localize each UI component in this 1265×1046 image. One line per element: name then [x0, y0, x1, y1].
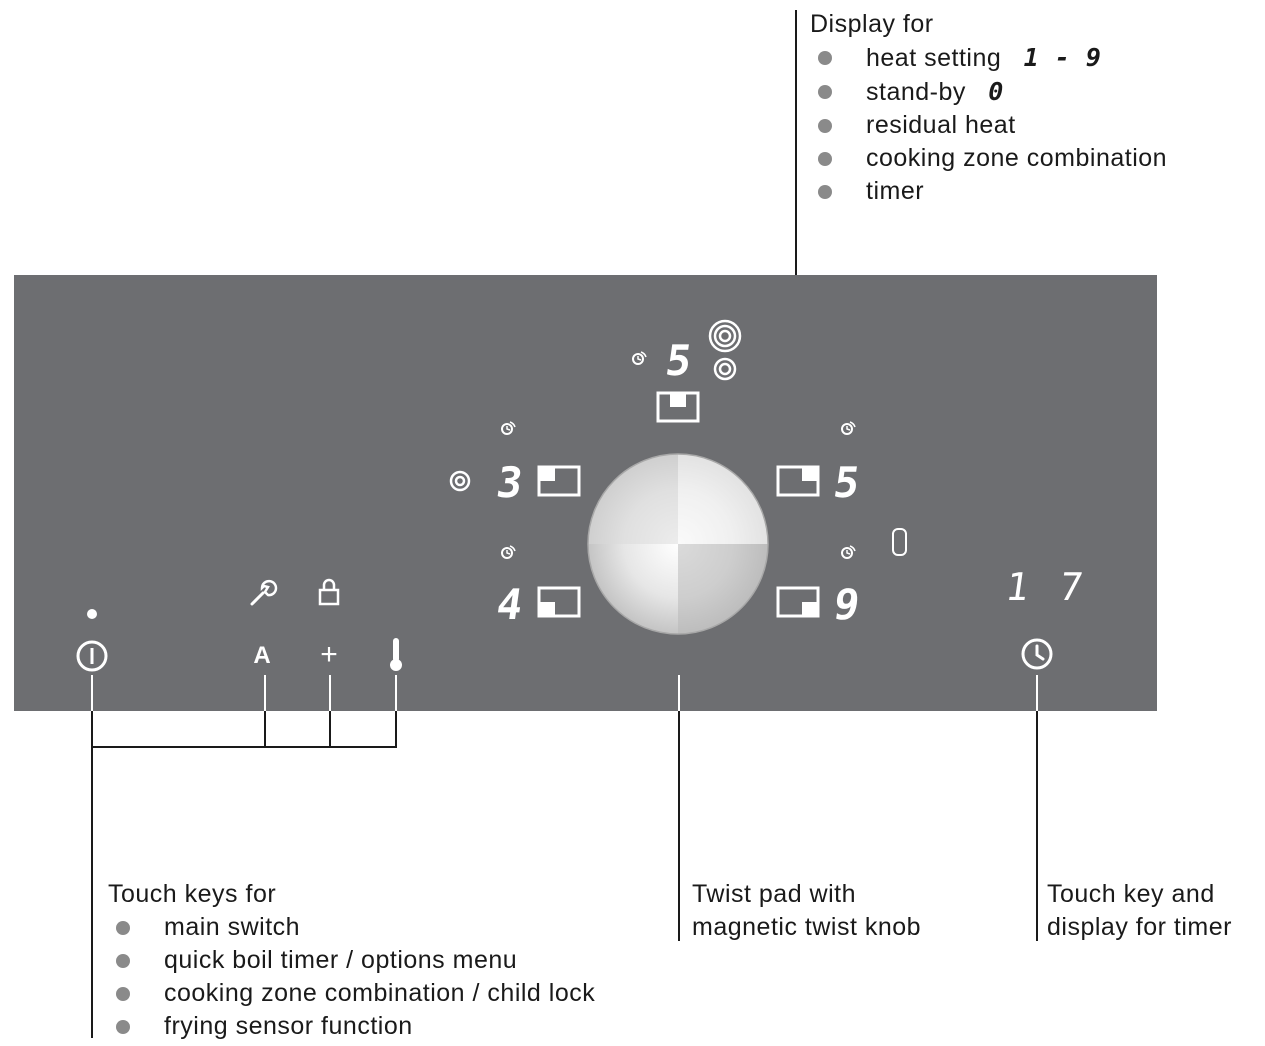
- timer-callout-line2: display for timer: [1047, 913, 1232, 941]
- touch-keys-callout-list: main switch quick boil timer / options m…: [108, 911, 708, 1043]
- timer-indicator-icon: [841, 545, 856, 559]
- list-item-label: residual heat: [866, 111, 1016, 139]
- power-key-leader: [91, 675, 93, 711]
- list-item: frying sensor function: [108, 1010, 708, 1043]
- twist-pad-leader: [678, 711, 680, 941]
- timer-callout: Touch key and display for timer: [1047, 878, 1262, 944]
- timer-indicator-icon: [501, 545, 516, 559]
- display-callout-title: Display for: [810, 10, 934, 38]
- heat-setting-code: 1 - 9: [1023, 43, 1102, 72]
- quick-boil-key[interactable]: A: [253, 642, 271, 669]
- standby-indicator: [892, 528, 907, 556]
- list-item: stand-by 0: [810, 75, 1250, 109]
- small-zone-icon: [713, 357, 737, 381]
- list-item-label: stand-by: [866, 78, 966, 106]
- quick-boil-key-leader: [264, 675, 266, 711]
- timer-display: 1 7: [1002, 565, 1090, 609]
- list-item-label: cooking zone combination: [866, 144, 1168, 172]
- list-item-label: timer: [866, 177, 925, 205]
- list-item: residual heat: [810, 109, 1250, 142]
- touch-keys-bracket: [91, 746, 397, 748]
- control-panel: [14, 275, 1157, 711]
- list-item: timer: [810, 175, 1250, 208]
- display-callout-leader: [795, 10, 797, 435]
- timer-clock-key-icon[interactable]: [1020, 637, 1054, 671]
- quick-boil-key-leader: [264, 711, 266, 748]
- list-item: cooking zone combination: [810, 142, 1250, 175]
- timer-indicator-icon: [841, 421, 856, 435]
- plus-key-leader: [329, 711, 331, 748]
- list-item: quick boil timer / options menu: [108, 944, 708, 977]
- display-callout: Display for heat setting 1 - 9 stand-by …: [810, 8, 1250, 208]
- wrench-icon: [250, 579, 278, 606]
- twist-pad-callout-line2: magnetic twist knob: [692, 913, 922, 941]
- timer-indicator-icon: [501, 421, 516, 435]
- lock-icon: [318, 578, 340, 606]
- list-item-label: main switch: [164, 913, 301, 941]
- power-key-leader: [91, 711, 93, 1038]
- power-key-icon[interactable]: [75, 639, 109, 673]
- thermometer-key-icon[interactable]: [386, 636, 406, 672]
- combination-plus-key[interactable]: +: [320, 638, 338, 671]
- list-item-label: heat setting: [866, 44, 1002, 72]
- zone-top-position-icon: [656, 391, 700, 423]
- timer-callout-line1: Touch key and: [1047, 880, 1215, 908]
- zone-combination-icon: [449, 470, 471, 492]
- timer-key-leader-inner: [1036, 675, 1038, 711]
- zone-left-bottom-position-icon: [537, 586, 581, 618]
- display-callout-list: heat setting 1 - 9 stand-by 0 residual h…: [810, 41, 1250, 208]
- thermometer-key-leader: [395, 675, 397, 711]
- twist-knob[interactable]: [586, 452, 770, 636]
- list-item: main switch: [108, 911, 708, 944]
- power-indicator-dot: [87, 609, 97, 619]
- touch-keys-callout: Touch keys for main switch quick boil ti…: [108, 878, 708, 1043]
- large-zone-icon: [708, 319, 742, 353]
- list-item: heat setting 1 - 9: [810, 41, 1250, 75]
- zone-right-top-position-icon: [776, 465, 820, 497]
- twist-pad-leader-inner: [678, 675, 680, 711]
- list-item: cooking zone combination / child lock: [108, 977, 708, 1010]
- list-item-label: cooking zone combination / child lock: [164, 979, 596, 1007]
- standby-code: 0: [988, 77, 1004, 106]
- twist-pad-callout: Twist pad with magnetic twist knob: [692, 878, 992, 944]
- list-item-label: quick boil timer / options menu: [164, 946, 518, 974]
- thermometer-key-leader: [395, 711, 397, 748]
- twist-pad-callout-line1: Twist pad with: [692, 880, 857, 908]
- zone-right-bottom-position-icon: [776, 586, 820, 618]
- list-item-label: frying sensor function: [164, 1012, 413, 1040]
- timer-key-leader: [1036, 711, 1038, 941]
- plus-key-leader: [329, 675, 331, 711]
- timer-indicator-icon: [632, 351, 647, 365]
- touch-keys-callout-title: Touch keys for: [108, 880, 277, 908]
- zone-left-top-position-icon: [537, 465, 581, 497]
